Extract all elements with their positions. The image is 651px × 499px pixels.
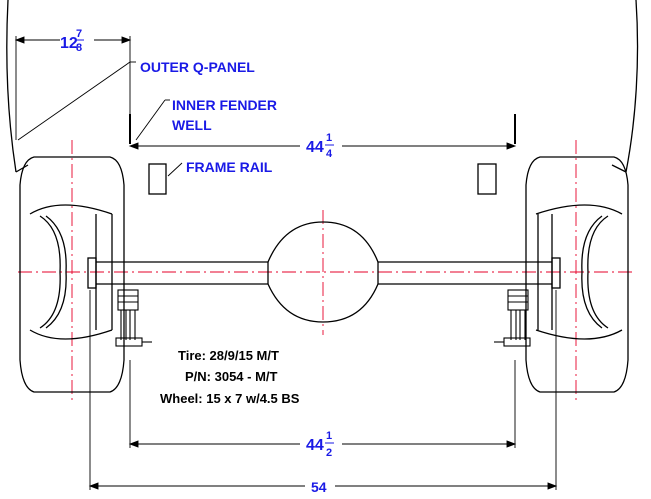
outer-q-panel-label: OUTER Q-PANEL	[140, 59, 255, 75]
svg-text:1: 1	[326, 430, 332, 442]
inner-fender-label-line2: WELL	[172, 117, 212, 133]
extension-lines	[15, 36, 557, 490]
dimension-outer-width: 12 7 8	[60, 28, 84, 54]
svg-text:1: 1	[326, 132, 332, 144]
svg-text:44: 44	[306, 437, 324, 454]
quarter-panel-outline	[6, 0, 639, 173]
svg-text:12: 12	[60, 35, 78, 52]
dimension-lines	[14, 36, 558, 490]
svg-text:2: 2	[326, 447, 332, 459]
svg-text:7: 7	[76, 28, 82, 40]
fender-well-lines	[129, 114, 516, 144]
left-spring-mount	[115, 289, 152, 347]
dimension-track-inner: 44 1 2	[306, 430, 334, 459]
right-tire	[525, 156, 629, 393]
wheel-spec: Wheel: 15 x 7 w/4.5 BS	[160, 391, 300, 406]
dimension-overall: 54	[311, 479, 327, 495]
svg-text:8: 8	[76, 42, 82, 54]
frame-rail-label: FRAME RAIL	[186, 159, 273, 175]
part-number-spec: P/N: 3054 - M/T	[185, 369, 278, 384]
centerlines	[18, 140, 636, 400]
tire-spec: Tire: 28/9/15 M/T	[178, 348, 279, 363]
inner-fender-label: INNER FENDER	[172, 97, 277, 113]
left-frame-rail	[148, 163, 167, 195]
leader-lines	[17, 61, 183, 177]
svg-text:4: 4	[326, 148, 333, 160]
svg-text:44: 44	[306, 139, 324, 156]
right-frame-rail	[477, 163, 497, 195]
axle-housing	[87, 221, 561, 323]
dimension-fender-well: 44 1 4	[306, 132, 334, 160]
frame-rails	[148, 163, 497, 195]
right-spring-mount	[494, 289, 531, 347]
